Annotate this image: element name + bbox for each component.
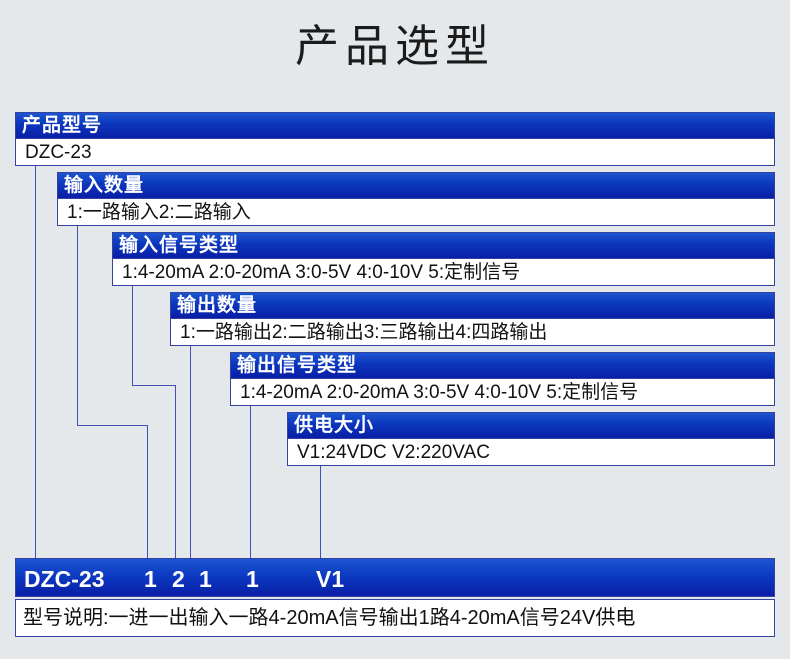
- model-code-segment-input-count: 1: [144, 566, 157, 592]
- leader-line-output-count: [190, 345, 191, 558]
- leader-line-power: [320, 465, 321, 558]
- spec-row-product-model[interactable]: 产品型号 DZC-23: [15, 112, 775, 166]
- model-code-segment-base: DZC-23: [24, 566, 105, 592]
- model-code-segment-power: V1: [316, 566, 345, 592]
- model-code-segment-input-signal: 2: [172, 566, 185, 592]
- leader-line-output-signal: [250, 405, 251, 558]
- spec-header-input-count: 输入数量: [58, 173, 774, 198]
- spec-value-output-signal-type: 1:4-20mA 2:0-20mA 3:0-5V 4:0-10V 5:定制信号: [231, 378, 774, 405]
- spec-header-power-supply: 供电大小: [288, 413, 774, 438]
- page-title: 产品选型: [295, 22, 495, 71]
- model-code-segment-output-count: 1: [199, 566, 212, 592]
- spec-value-input-signal-type: 1:4-20mA 2:0-20mA 3:0-5V 4:0-10V 5:定制信号: [113, 258, 774, 285]
- leader-line-input-count-seg1: [77, 225, 78, 425]
- spec-header-output-count: 输出数量: [171, 293, 774, 318]
- spec-value-input-count: 1:一路输入2:二路输入: [58, 198, 774, 225]
- spec-value-power-supply: V1:24VDC V2:220VAC: [288, 438, 774, 465]
- spec-value-product-model: DZC-23: [16, 138, 774, 165]
- spec-value-output-count: 1:一路输出2:二路输出3:三路输出4:四路输出: [171, 318, 774, 345]
- spec-row-input-count[interactable]: 输入数量 1:一路输入2:二路输入: [57, 172, 775, 226]
- leader-line-input-count-jog: [77, 425, 147, 426]
- leader-line-input-signal-seg2: [175, 385, 176, 558]
- model-code-bar: DZC-23 1 2 1 1 V1: [15, 558, 775, 597]
- leader-line-input-signal-jog: [132, 385, 175, 386]
- spec-header-output-signal-type: 输出信号类型: [231, 353, 774, 378]
- spec-row-input-signal-type[interactable]: 输入信号类型 1:4-20mA 2:0-20mA 3:0-5V 4:0-10V …: [112, 232, 775, 286]
- model-description: 型号说明:一进一出输入一路4-20mA信号输出1路4-20mA信号24V供电: [15, 599, 775, 637]
- spec-row-output-count[interactable]: 输出数量 1:一路输出2:二路输出3:三路输出4:四路输出: [170, 292, 775, 346]
- spec-header-input-signal-type: 输入信号类型: [113, 233, 774, 258]
- leader-line-product-model: [35, 165, 36, 558]
- spec-row-output-signal-type[interactable]: 输出信号类型 1:4-20mA 2:0-20mA 3:0-5V 4:0-10V …: [230, 352, 775, 406]
- leader-line-input-count-seg2: [147, 425, 148, 558]
- spec-header-product-model: 产品型号: [16, 113, 774, 138]
- leader-line-input-signal-seg1: [132, 285, 133, 385]
- spec-row-power-supply[interactable]: 供电大小 V1:24VDC V2:220VAC: [287, 412, 775, 466]
- model-code-segment-output-signal: 1: [246, 566, 259, 592]
